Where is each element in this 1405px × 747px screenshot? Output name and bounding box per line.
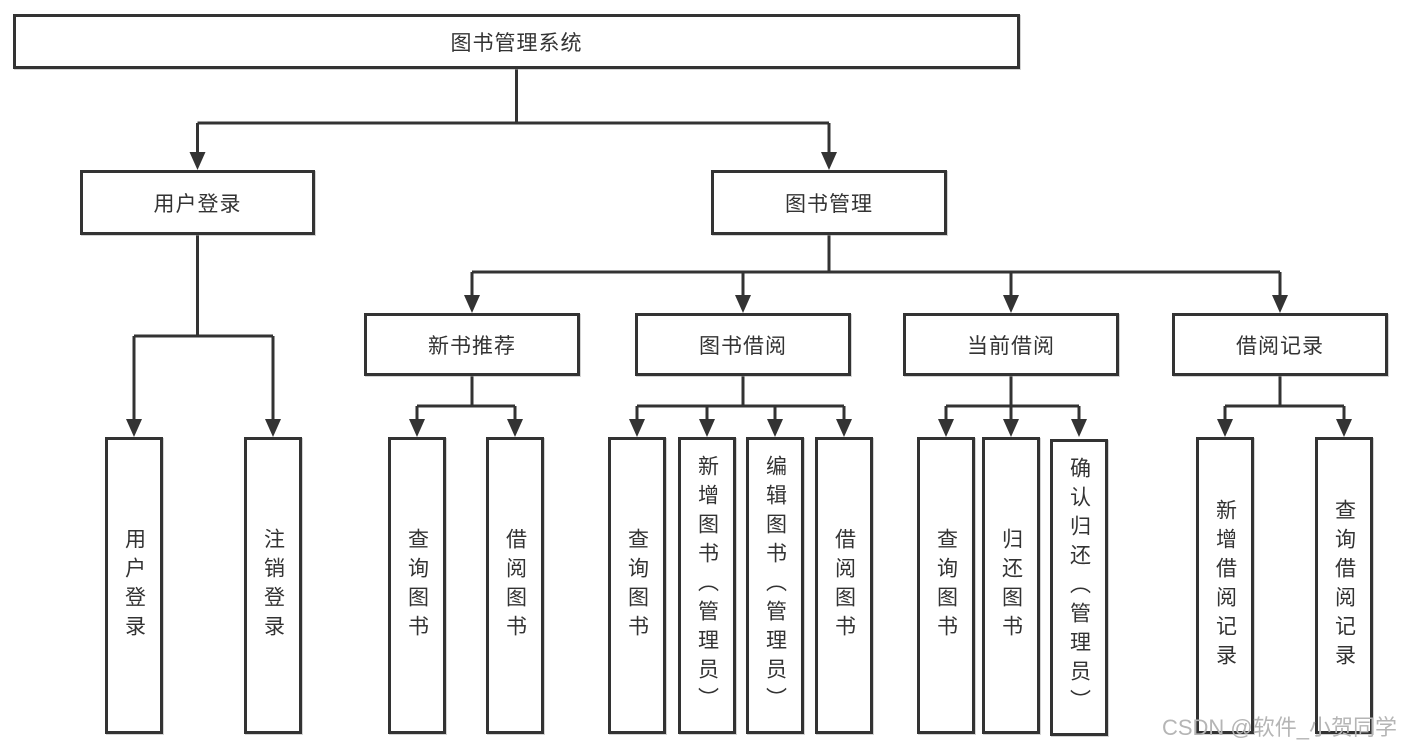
leaf-query-books-recommend: 查询图书: [388, 437, 446, 734]
leaf-user-login: 用户登录: [105, 437, 163, 734]
node-borrowing-records: 借阅记录: [1172, 313, 1388, 376]
leaf-logout: 注销登录: [244, 437, 302, 734]
node-user-login: 用户登录: [80, 170, 315, 235]
csdn-watermark: CSDN @软件_小贺同学: [1161, 715, 1397, 740]
node-book-management: 图书管理: [711, 170, 947, 235]
leaf-return-books: 归还图书: [982, 437, 1040, 734]
leaf-edit-books-admin: 编辑图书（管理员）: [746, 437, 804, 734]
node-library-management-system: 图书管理系统: [13, 14, 1020, 69]
leaf-confirm-return-admin: 确认归还（管理员）: [1050, 439, 1108, 736]
leaf-add-books-admin: 新增图书（管理员）: [678, 437, 736, 734]
leaf-borrow-books-recommend: 借阅图书: [486, 437, 544, 734]
node-book-borrowing: 图书借阅: [635, 313, 851, 376]
leaf-add-borrow-record: 新增借阅记录: [1196, 437, 1254, 734]
leaf-borrow-books-borrowing: 借阅图书: [815, 437, 873, 734]
leaf-query-books-current: 查询图书: [917, 437, 975, 734]
node-current-borrowing: 当前借阅: [903, 313, 1119, 376]
node-new-book-recommend: 新书推荐: [364, 313, 580, 376]
leaf-query-borrow-record: 查询借阅记录: [1315, 437, 1373, 734]
leaf-query-books-borrowing: 查询图书: [608, 437, 666, 734]
